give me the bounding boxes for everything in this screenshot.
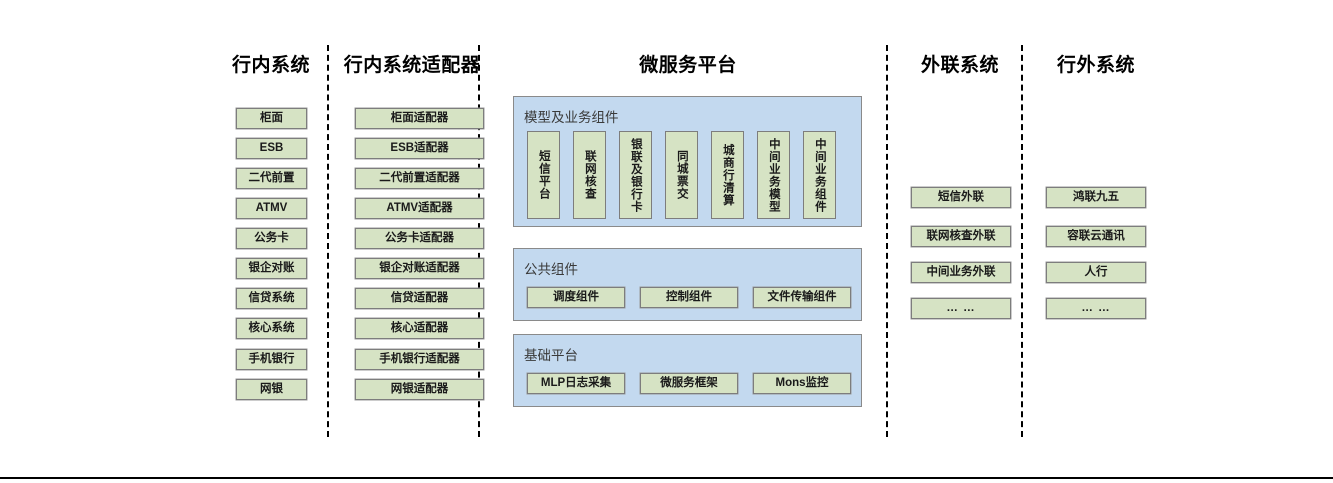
node-external-link-1[interactable]: 短信外联 <box>911 187 1011 208</box>
node-model-component-3-label: 银联及银行卡 <box>629 137 642 213</box>
panel-label-model-business-components: 模型及业务组件 <box>524 110 619 125</box>
column-title-external-link-systems: 外联系统 <box>920 55 999 76</box>
node-in-bank-system-6[interactable]: 银企对账 <box>236 258 307 279</box>
panel-public-components <box>513 248 862 321</box>
node-in-bank-adapter-3[interactable]: 二代前置适配器 <box>355 168 484 189</box>
node-external-link-3[interactable]: 中间业务外联 <box>911 262 1011 283</box>
node-public-component-3[interactable]: 文件传输组件 <box>753 287 851 308</box>
node-out-bank-4[interactable]: … … <box>1046 298 1146 319</box>
node-model-component-6[interactable]: 中间业务模型 <box>757 131 790 219</box>
node-out-bank-2[interactable]: 容联云通讯 <box>1046 226 1146 247</box>
node-model-component-4-label: 同城票交 <box>675 150 688 200</box>
node-public-component-2[interactable]: 控制组件 <box>640 287 738 308</box>
panel-label-base-platform: 基础平台 <box>524 348 578 363</box>
node-model-component-3[interactable]: 银联及银行卡 <box>619 131 652 219</box>
divider-3 <box>886 45 888 437</box>
node-in-bank-system-5[interactable]: 公务卡 <box>236 228 307 249</box>
node-base-platform-2[interactable]: 微服务框架 <box>640 373 738 394</box>
node-out-bank-3[interactable]: 人行 <box>1046 262 1146 283</box>
node-model-component-2-label: 联网核查 <box>583 150 596 200</box>
node-in-bank-system-3[interactable]: 二代前置 <box>236 168 307 189</box>
node-in-bank-adapter-4[interactable]: ATMV适配器 <box>355 198 484 219</box>
node-in-bank-system-1[interactable]: 柜面 <box>236 108 307 129</box>
node-in-bank-adapter-1[interactable]: 柜面适配器 <box>355 108 484 129</box>
column-title-in-bank-adapters: 行内系统适配器 <box>343 55 481 76</box>
panel-label-public-components: 公共组件 <box>524 262 578 277</box>
node-in-bank-adapter-2[interactable]: ESB适配器 <box>355 138 484 159</box>
node-model-component-1-label: 短信平台 <box>537 150 550 200</box>
node-in-bank-adapter-9[interactable]: 手机银行适配器 <box>355 349 484 370</box>
node-in-bank-system-4[interactable]: ATMV <box>236 198 307 219</box>
node-external-link-2[interactable]: 联网核查外联 <box>911 226 1011 247</box>
node-model-component-7[interactable]: 中间业务组件 <box>803 131 836 219</box>
node-model-component-5[interactable]: 城商行清算 <box>711 131 744 219</box>
node-out-bank-1[interactable]: 鸿联九五 <box>1046 187 1146 208</box>
divider-1 <box>327 45 329 437</box>
node-in-bank-system-2[interactable]: ESB <box>236 138 307 159</box>
node-in-bank-adapter-10[interactable]: 网银适配器 <box>355 379 484 400</box>
node-model-component-7-label: 中间业务组件 <box>813 137 826 213</box>
node-in-bank-system-8[interactable]: 核心系统 <box>236 318 307 339</box>
node-model-component-2[interactable]: 联网核查 <box>573 131 606 219</box>
node-in-bank-adapter-6[interactable]: 银企对账适配器 <box>355 258 484 279</box>
node-in-bank-system-7[interactable]: 信贷系统 <box>236 288 307 309</box>
node-base-platform-1[interactable]: MLP日志采集 <box>527 373 625 394</box>
node-base-platform-3[interactable]: Mons监控 <box>753 373 851 394</box>
node-model-component-4[interactable]: 同城票交 <box>665 131 698 219</box>
divider-4 <box>1021 45 1023 437</box>
panel-base-platform <box>513 334 862 407</box>
node-model-component-5-label: 城商行清算 <box>721 143 734 207</box>
node-in-bank-adapter-7[interactable]: 信贷适配器 <box>355 288 484 309</box>
column-title-microservice-platform: 微服务平台 <box>639 55 737 76</box>
node-model-component-1[interactable]: 短信平台 <box>527 131 560 219</box>
node-in-bank-system-10[interactable]: 网银 <box>236 379 307 400</box>
column-title-in-bank-systems: 行内系统 <box>231 55 310 76</box>
node-public-component-1[interactable]: 调度组件 <box>527 287 625 308</box>
node-external-link-4[interactable]: … … <box>911 298 1011 319</box>
column-title-out-bank-systems: 行外系统 <box>1056 55 1135 76</box>
bottom-divider <box>0 477 1333 479</box>
node-in-bank-system-9[interactable]: 手机银行 <box>236 349 307 370</box>
node-in-bank-adapter-8[interactable]: 核心适配器 <box>355 318 484 339</box>
node-in-bank-adapter-5[interactable]: 公务卡适配器 <box>355 228 484 249</box>
node-model-component-6-label: 中间业务模型 <box>767 137 780 213</box>
